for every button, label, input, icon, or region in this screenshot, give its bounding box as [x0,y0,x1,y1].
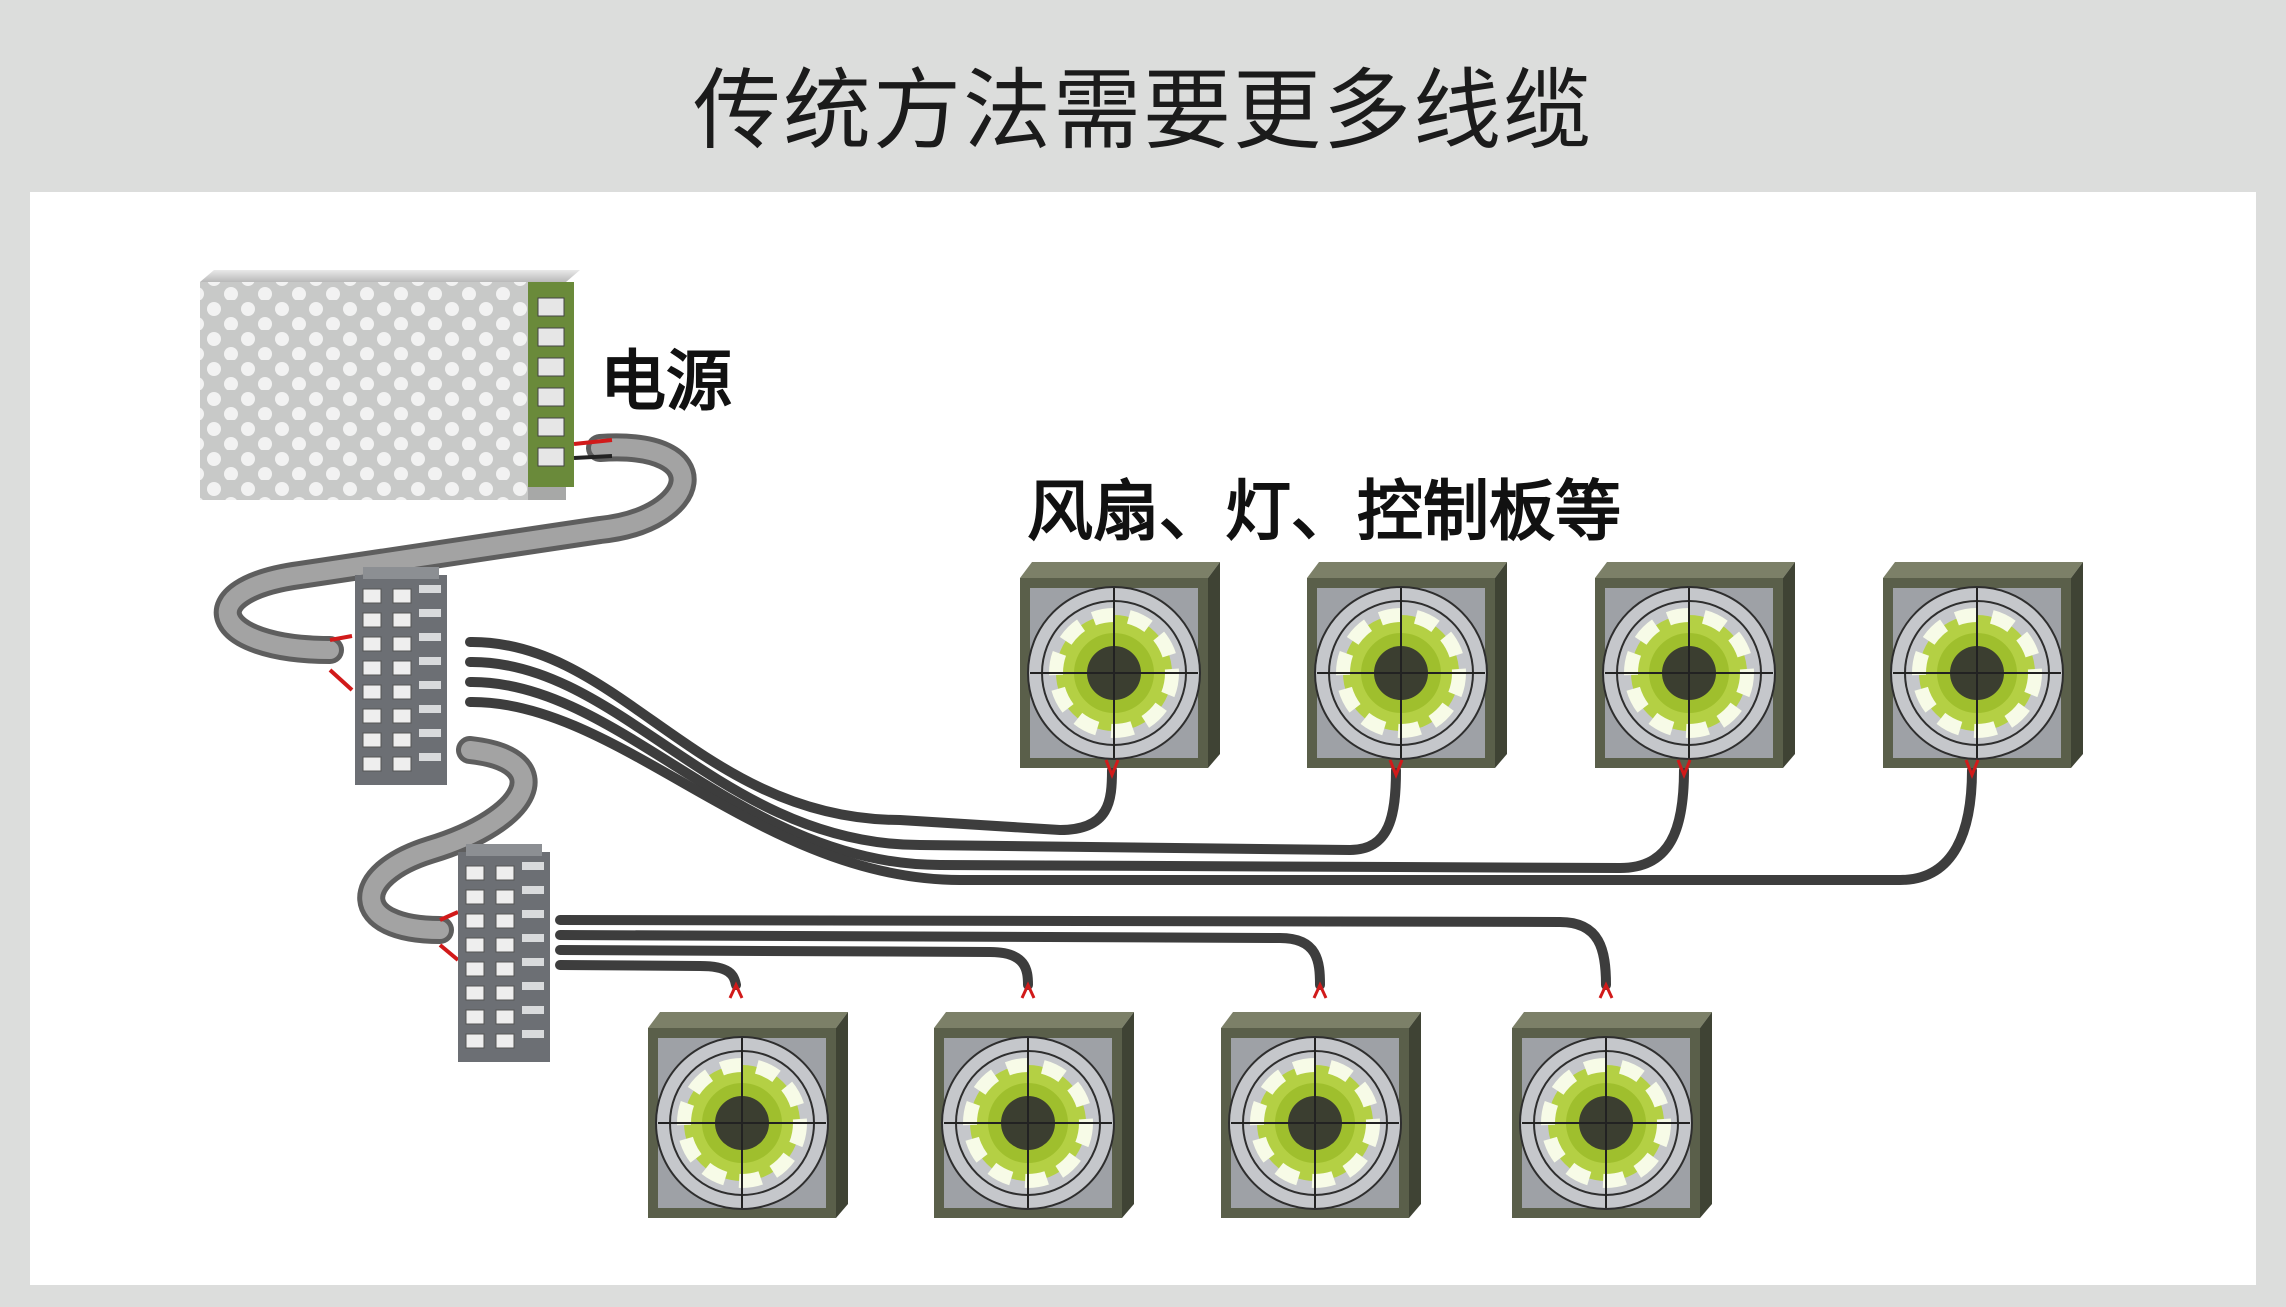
page-title: 传统方法需要更多线缆 [692,59,1593,162]
device-cables-lower [555,915,1611,990]
devices-label: 风扇、灯、控制板等 [1027,473,1621,550]
fan-icon [1020,562,1220,768]
terminal-block-icon [354,566,448,786]
fan-icon [934,1012,1134,1218]
fan-icon [1883,562,2083,768]
power-supply-label: 电源 [600,343,732,420]
fan-icon [1221,1012,1421,1218]
fan-connector-leads [728,759,1980,999]
fan-icon [1512,1012,1712,1218]
device-cables-upper [465,636,1977,885]
trunk-cables [213,433,697,944]
fan-icon [1595,562,1795,768]
power-supply-icon [200,270,580,500]
red-leads [328,438,613,962]
terminal-block-icon [457,843,551,1063]
fan-icon [1307,562,1507,768]
fan-icon [648,1012,848,1218]
